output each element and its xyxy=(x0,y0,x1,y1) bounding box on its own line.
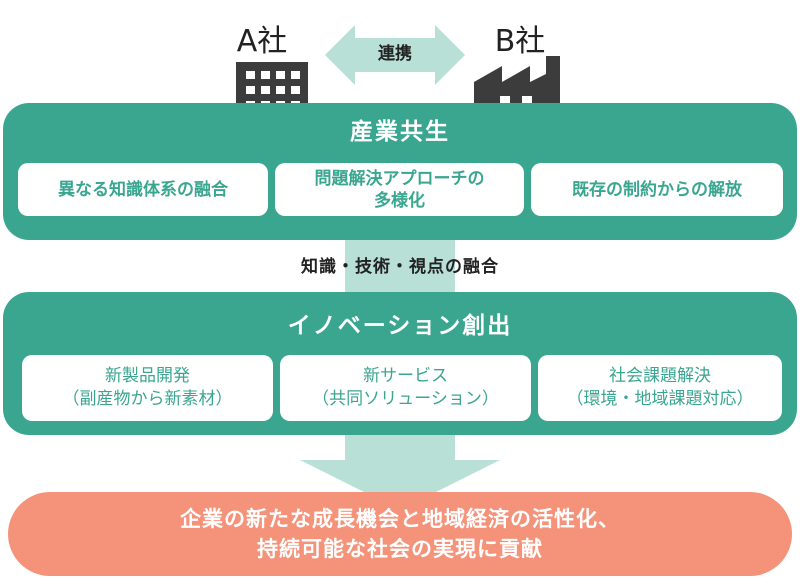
symbiosis-item-label: 異なる知識体系の融合 xyxy=(58,179,228,200)
innovation-item-detail: （共同ソリューション） xyxy=(312,389,499,409)
result-line-1: 企業の新たな成長機会と地域経済の活性化、 xyxy=(180,507,620,531)
innovation-item-social-issues: 社会課題解決 （環境・地域課題対応） xyxy=(538,355,782,421)
innovation-item-title: 新サービス xyxy=(363,366,448,386)
link-label: 連携 xyxy=(378,44,412,64)
symbiosis-item-approach: 問題解決アプローチの 多様化 xyxy=(275,163,524,216)
innovation-item-detail: （環境・地域課題対応） xyxy=(566,389,754,409)
innovation-item-title: 社会課題解決 xyxy=(609,366,711,386)
innovation-item-new-service: 新サービス （共同ソリューション） xyxy=(280,355,531,421)
down-arrow xyxy=(300,430,500,510)
company-b-label: B社 xyxy=(494,24,546,59)
innovation-item-title: 新製品開発 xyxy=(105,366,190,386)
symbiosis-title: 産業共生 xyxy=(350,119,450,145)
innovation-title: イノベーション創出 xyxy=(287,313,513,339)
result-line-2: 持続可能な社会の実現に貢献 xyxy=(257,537,543,561)
symbiosis-item-knowledge: 異なる知識体系の融合 xyxy=(18,163,268,216)
symbiosis-item-label: 多様化 xyxy=(374,190,425,211)
symbiosis-item-label: 既存の制約からの解放 xyxy=(572,179,742,200)
symbiosis-item-label: 問題解決アプローチの xyxy=(314,168,485,189)
innovation-item-detail: （副産物から新素材） xyxy=(62,389,233,409)
symbiosis-item-constraints: 既存の制約からの解放 xyxy=(531,163,783,216)
result-banner: 企業の新たな成長機会と地域経済の活性化、 持続可能な社会の実現に貢献 xyxy=(8,492,792,576)
innovation-item-new-product: 新製品開発 （副産物から新素材） xyxy=(22,355,273,421)
fusion-label: 知識・技術・視点の融合 xyxy=(301,257,499,277)
company-a-label: A社 xyxy=(236,24,288,59)
bidirectional-link-arrow xyxy=(325,25,465,85)
